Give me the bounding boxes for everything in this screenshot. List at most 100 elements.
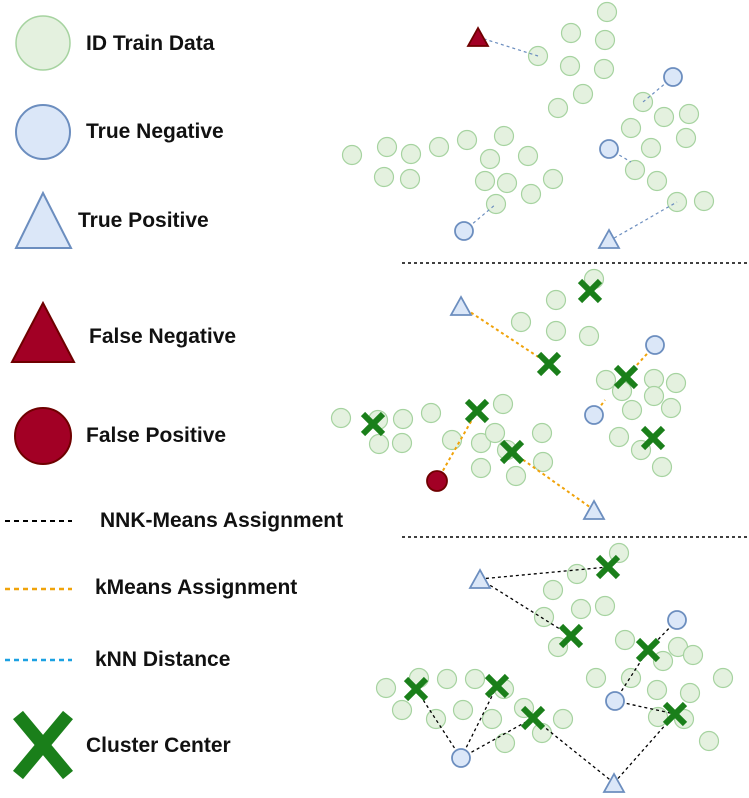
true-positive-sample: [602, 772, 626, 793]
train-point: [517, 145, 539, 167]
cluster-center-mark: [558, 623, 584, 649]
train-point: [436, 668, 458, 690]
true-negative-sample: [663, 67, 683, 87]
legend-cluster-center-label: Cluster Center: [86, 734, 231, 757]
train-point: [470, 432, 492, 454]
train-point: [620, 667, 642, 689]
train-point: [552, 708, 574, 730]
train-point: [693, 190, 715, 212]
train-point: [594, 595, 616, 617]
train-point: [585, 667, 607, 689]
train-point: [547, 97, 569, 119]
cluster-center-mark: [360, 411, 386, 437]
train-point: [485, 193, 507, 215]
true-positive-sample: [597, 228, 621, 249]
cluster-center-mark: [464, 398, 490, 424]
legend-cluster-center-marker: [13, 710, 73, 780]
train-point: [368, 433, 390, 455]
train-point: [665, 372, 687, 394]
sample-markers-layer: [426, 26, 687, 793]
legend-markers: [5, 15, 76, 662]
knn-distance-line: [608, 201, 678, 242]
train-point: [494, 732, 516, 754]
train-point: [595, 369, 617, 391]
train-point: [493, 125, 515, 147]
cluster-center-mark: [484, 673, 510, 699]
cluster-center-mark: [577, 278, 603, 304]
cluster-center-mark: [640, 425, 666, 451]
cluster-center-mark: [662, 701, 688, 727]
nnk-assignment-line: [460, 685, 498, 759]
nnk-assignment-line: [614, 700, 676, 715]
train-point: [646, 679, 668, 701]
legend-kmeans-label: kMeans Assignment: [95, 576, 298, 599]
train-point: [653, 106, 675, 128]
train-point: [712, 667, 734, 689]
train-point: [643, 385, 665, 407]
true-negative-sample: [454, 221, 474, 241]
legend-nnk-label: NNK-Means Assignment: [100, 509, 344, 532]
train-point: [542, 168, 564, 190]
train-point: [391, 699, 413, 721]
train-point: [593, 58, 615, 80]
cluster-center-mark: [613, 364, 639, 390]
cluster-center-mark: [499, 439, 525, 465]
train-point: [632, 91, 654, 113]
cluster-center-mark: [520, 705, 546, 731]
true-positive-sample: [582, 499, 606, 520]
true-negative-sample: [451, 748, 471, 768]
train-point: [559, 55, 581, 77]
train-point: [578, 325, 600, 347]
legend-true-negative-label: True Negative: [86, 120, 224, 143]
train-point: [400, 143, 422, 165]
train-point: [474, 170, 496, 192]
train-point: [545, 320, 567, 342]
nnk-assignment-line: [532, 717, 615, 784]
train-point: [647, 706, 669, 728]
train-point: [330, 407, 352, 429]
train-point: [532, 451, 554, 473]
train-point: [375, 677, 397, 699]
train-point: [428, 136, 450, 158]
train-point: [520, 183, 542, 205]
train-points-layer: [330, 1, 734, 754]
train-point: [608, 426, 630, 448]
train-point: [484, 422, 506, 444]
true-negative-sample: [605, 691, 625, 711]
legend-true-negative-marker: [15, 104, 71, 160]
cluster-center-mark: [536, 351, 562, 377]
train-point: [391, 432, 413, 454]
train-point: [373, 166, 395, 188]
train-point: [441, 429, 463, 451]
legend-false-positive-marker: [14, 407, 72, 465]
train-point: [643, 368, 665, 390]
train-point: [533, 606, 555, 628]
true-negative-sample: [599, 139, 619, 159]
train-point: [464, 668, 486, 690]
train-point: [675, 127, 697, 149]
legend-knn-label: kNN Distance: [95, 648, 231, 671]
train-point: [570, 598, 592, 620]
train-point: [392, 408, 414, 430]
train-point: [510, 311, 532, 333]
train-point: [470, 457, 492, 479]
legend-false-negative-label: False Negative: [89, 325, 237, 348]
true-negative-sample: [645, 335, 665, 355]
knn-distance-line: [608, 148, 632, 163]
train-point: [505, 465, 527, 487]
train-point: [492, 393, 514, 415]
legend-id-train-label: ID Train Data: [86, 32, 215, 55]
true-negative-sample: [667, 610, 687, 630]
train-point: [572, 83, 594, 105]
true-positive-sample: [468, 568, 492, 589]
legend-true-positive-label: True Positive: [78, 209, 209, 232]
train-point: [620, 117, 642, 139]
train-point: [698, 730, 720, 752]
legend-id-train-marker: [15, 15, 71, 71]
train-point: [560, 22, 582, 44]
train-point: [621, 399, 643, 421]
train-point: [640, 137, 662, 159]
train-point: [682, 644, 704, 666]
train-point: [452, 699, 474, 721]
knn-distance-line: [477, 36, 539, 57]
